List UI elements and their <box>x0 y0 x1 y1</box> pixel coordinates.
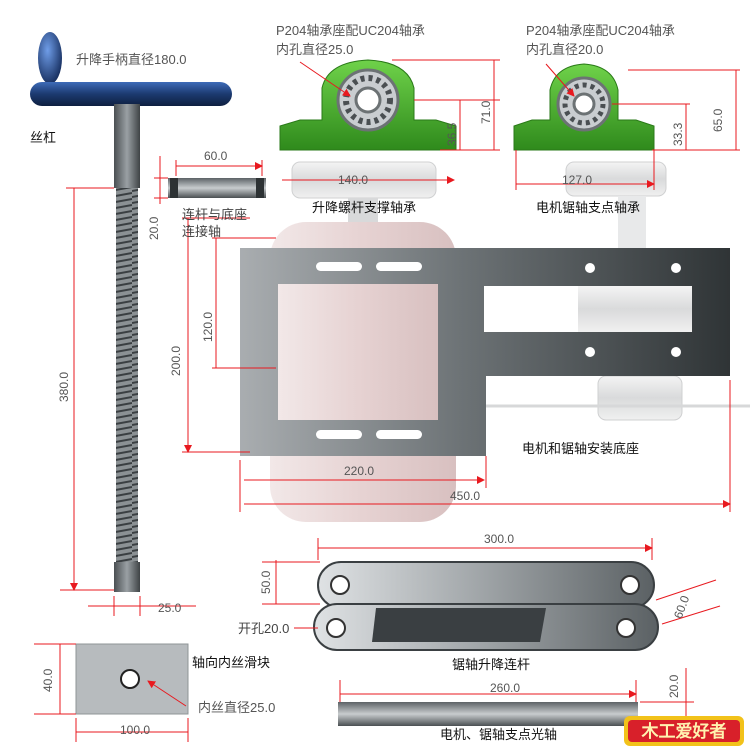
dim-220: 220.0 <box>344 464 375 478</box>
dim-127: 127.0 <box>562 173 593 187</box>
open-hole-label: 开孔20.0 <box>238 621 290 636</box>
saw-lift-link-label: 锯轴升降连杆 <box>452 657 531 672</box>
dim-36-5: 36.5 <box>445 122 459 146</box>
link-base-shaft-label-2: 连接轴 <box>182 224 222 239</box>
dim-65: 65.0 <box>711 108 725 132</box>
saw-lift-link <box>313 561 659 651</box>
handle-bar <box>30 82 232 106</box>
lift-screw-support-bearing-label: 升降螺杆支撑轴承 <box>312 200 417 215</box>
lead-screw <box>114 104 140 592</box>
dim-300: 300.0 <box>484 532 515 546</box>
lift-handle <box>30 32 232 106</box>
dim-380: 380.0 <box>57 371 71 402</box>
link-base-shaft <box>168 178 266 198</box>
dim-20-shaft: 20.0 <box>147 216 161 240</box>
left-bearing-housing <box>279 59 457 151</box>
dim-40: 40.0 <box>41 668 55 692</box>
right-bearing-title: P204轴承座配UC204轴承 <box>526 23 675 38</box>
axial-slider <box>75 643 189 715</box>
motor-saw-base-plate <box>240 248 730 456</box>
dim-50: 50.0 <box>259 570 273 594</box>
right-bearing-housing <box>513 63 655 151</box>
lead-screw-label: 丝杠 <box>30 130 57 145</box>
dim-60: 60.0 <box>204 149 228 163</box>
dim-260: 260.0 <box>490 681 521 695</box>
dim-20-rod: 20.0 <box>667 674 681 698</box>
link-base-shaft-label-1: 连杆与底座 <box>182 207 248 222</box>
slider-bore-label: 内丝直径25.0 <box>198 700 276 715</box>
dim-25: 25.0 <box>158 601 182 615</box>
left-pulley <box>291 161 437 228</box>
dim-100: 100.0 <box>120 723 151 737</box>
dim-33-3: 33.3 <box>671 122 685 146</box>
left-bearing-title: P204轴承座配UC204轴承 <box>276 23 425 38</box>
motor-saw-pivot-bearing-label: 电机锯轴支点轴承 <box>536 200 641 215</box>
dim-120: 120.0 <box>201 311 215 342</box>
right-bearing-bore: 内孔直径20.0 <box>526 42 604 57</box>
dim-71: 71.0 <box>479 100 493 124</box>
site-logo-graphic: 木工爱好者 <box>624 716 744 746</box>
axial-slider-label: 轴向内丝滑块 <box>192 655 271 670</box>
dim-450: 450.0 <box>450 489 481 503</box>
site-logo: 木工爱好者 <box>622 712 746 748</box>
pivot-smooth-shaft <box>338 702 638 726</box>
dim-140: 140.0 <box>338 173 369 187</box>
logo-text: 木工爱好者 <box>641 721 727 742</box>
handle-knob <box>38 32 62 84</box>
dim-200: 200.0 <box>169 345 183 376</box>
pivot-shaft-label: 电机、锯轴支点光轴 <box>440 727 558 742</box>
motor-saw-base-label: 电机和锯轴安装底座 <box>522 441 640 456</box>
left-bearing-bore: 内孔直径25.0 <box>276 42 354 57</box>
handle-diameter-label: 升降手柄直径180.0 <box>76 52 187 67</box>
